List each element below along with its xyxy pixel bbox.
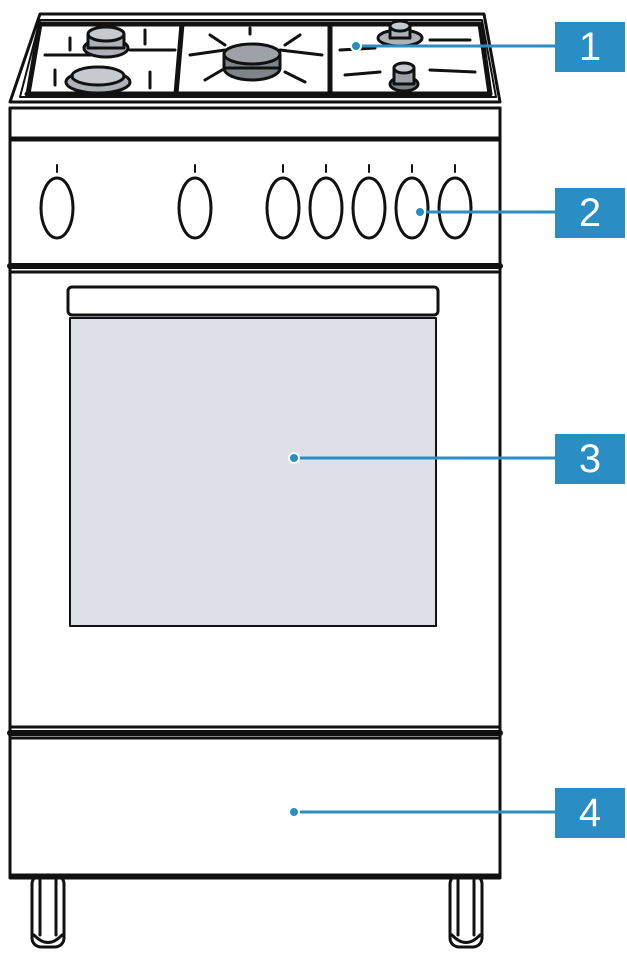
right-leg [448, 873, 484, 949]
callout-3: 3 [555, 434, 625, 484]
oven-handle [66, 285, 440, 317]
control-panel [8, 138, 502, 267]
control-knob-icon [265, 176, 301, 240]
callout-dot-icon [288, 452, 300, 464]
callout-leaders [288, 40, 558, 818]
hob-front-strip [8, 106, 502, 140]
control-knob-icon [351, 176, 387, 240]
gas-burner-icon [82, 25, 130, 59]
gas-burner-icon [388, 61, 420, 93]
gas-burner-icon [222, 42, 282, 82]
control-knobs [39, 164, 473, 240]
control-knob-icon [308, 176, 344, 240]
callout-1: 1 [555, 22, 625, 72]
left-leg [30, 873, 66, 949]
cooktop-hob [8, 12, 502, 104]
oven-window [69, 317, 437, 627]
gas-burner-icon [64, 65, 132, 95]
control-knob-icon [177, 176, 213, 240]
storage-drawer [8, 736, 502, 877]
callout-2: 2 [555, 188, 625, 238]
callout-dot-icon [350, 40, 362, 52]
control-knob-icon [437, 176, 473, 240]
callout-dot-icon [288, 806, 300, 818]
control-knob-icon [394, 176, 430, 240]
control-knob-icon [39, 176, 75, 240]
callout-4: 4 [555, 788, 625, 838]
callout-dot-icon [414, 206, 426, 218]
